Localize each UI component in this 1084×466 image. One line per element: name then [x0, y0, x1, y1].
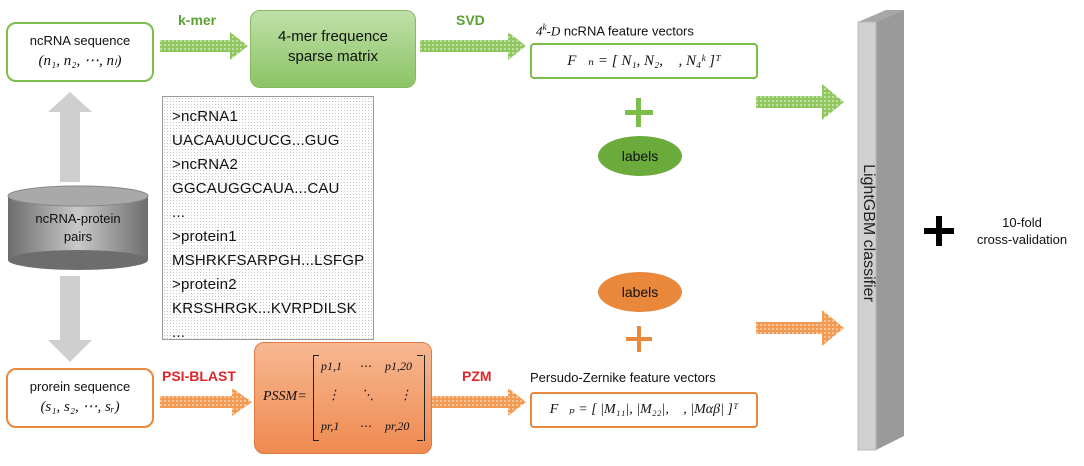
- sequence-line: MSHRKFSARPGH...LSFGP: [172, 252, 365, 269]
- sequence-line: >ncRNA2: [172, 156, 239, 173]
- ncrna-feature-title-rest: ncRNA feature vectors: [560, 23, 694, 39]
- matrix-line2: sparse matrix: [287, 48, 379, 65]
- pssm-matrix-bracket: [313, 355, 425, 441]
- black-plus-icon: [924, 216, 954, 246]
- up-arrow-to-ncrna: [48, 92, 92, 182]
- ncrna-sequence-formula: (n₁, n₂, ⋯, nₗ): [38, 53, 122, 69]
- validation-line2: cross-validation: [976, 232, 1068, 247]
- sequence-line: KRSSHRGK...KVRPDILSK: [172, 300, 357, 317]
- orange-plus-icon: [626, 326, 652, 352]
- pairs-label-line1: ncRNA-protein: [35, 211, 121, 226]
- svd-label: SVD: [456, 12, 485, 28]
- protein-feature-box: F⃗ₚ = [ |M₁₁|, |M₂₂|, ⋯, |Mαβ| ]ᵀ: [530, 392, 758, 428]
- kmer-arrow: [160, 32, 248, 60]
- pssm-r1c2: ⋯: [359, 359, 371, 373]
- matrix-line1: 4-mer frequence: [277, 28, 389, 45]
- sequence-line: GGCAUGGCAUA...CAU: [172, 180, 340, 197]
- protein-sequence-formula: (s₁, s₂, ⋯, sᵣ): [40, 399, 120, 415]
- ncrna-feature-title-sup: k: [542, 22, 547, 32]
- labels-bottom-text: labels: [621, 284, 659, 300]
- ncrna-feature-formula: F⃗ₙ = [ N₁, N₂, ⋯, N₄ᵏ ]ᵀ: [567, 53, 721, 69]
- pzm-arrow: [432, 388, 526, 416]
- validation-label: 10-fold cross-validation: [962, 214, 1082, 248]
- pzm-label: PZM: [462, 368, 492, 384]
- labels-top-ellipse: [598, 136, 682, 176]
- ncrna-feature-title: 4k-D ncRNA feature vectors: [536, 22, 694, 39]
- down-arrow-to-protein: [48, 276, 92, 362]
- labels-bottom-ellipse: [598, 272, 682, 312]
- psiblast-label: PSI-BLAST: [162, 368, 236, 384]
- ncrna-feature-box: F⃗ₙ = [ N₁, N₂, ⋯, N₄ᵏ ]ᵀ: [530, 43, 758, 79]
- pssm-r2c2: ⋱: [361, 387, 374, 402]
- sequence-line: >protein1: [172, 228, 237, 245]
- labels-top-text: labels: [621, 148, 659, 164]
- sequence-line: ...: [172, 204, 186, 221]
- protein-feature-title: Persudo-Zernike feature vectors: [530, 370, 716, 385]
- classifier-label: LightGBM classifier: [860, 164, 877, 302]
- pssm-r2c3: ⋮: [399, 387, 412, 402]
- sequence-line: UACAAUUCUCG...GUG: [172, 132, 340, 149]
- pairs-cylinder: [7, 185, 149, 270]
- kmer-label: k-mer: [178, 12, 217, 28]
- psiblast-arrow: [160, 388, 252, 416]
- frequence-matrix-box: 4-mer frequence sparse matrix: [250, 10, 416, 88]
- lightgbm-bar: [857, 10, 904, 451]
- protein-sequence-title: prorein sequence: [29, 379, 131, 394]
- pssm-r3c3: pr,20: [385, 419, 410, 433]
- pssm-r1c3: p1,20: [385, 359, 412, 373]
- sequence-line: >protein2: [172, 276, 237, 293]
- validation-line1: 10-fold: [1002, 215, 1042, 230]
- pssm-r3c2: ⋯: [359, 419, 371, 433]
- protein-sequence-box: prorein sequence (s₁, s₂, ⋯, sᵣ): [6, 368, 154, 428]
- pssm-r3c1: pr,1: [321, 419, 340, 433]
- pssm-box: PSSM= p1,1 ⋯ p1,20 ⋮ ⋱ ⋮ pr,1 ⋯ pr,20: [254, 342, 432, 454]
- pssm-r1c1: p1,1: [321, 359, 342, 373]
- pairs-label-line2: pairs: [63, 229, 93, 244]
- sequence-line: ...: [172, 324, 186, 341]
- protein-to-classifier-arrow: [756, 310, 844, 346]
- pssm-r2c1: ⋮: [327, 387, 340, 402]
- pssm-matrix-bracket-top: [313, 355, 423, 441]
- protein-feature-formula: F⃗ₚ = [ |M₁₁|, |M₂₂|, ⋯, |Mαβ| ]ᵀ: [549, 402, 739, 417]
- ncrna-feature-title-suffix: -D: [546, 23, 561, 39]
- sequence-line: >ncRNA1: [172, 108, 239, 125]
- pairs-label: ncRNA-protein pairs: [8, 210, 148, 246]
- ncrna-feature-title-prefix: 4: [536, 23, 543, 39]
- ncrna-sequence-box: ncRNA sequence (n₁, n₂, ⋯, nₗ): [6, 22, 154, 82]
- pssm-lhs: PSSM=: [263, 389, 307, 404]
- ncrna-sequence-title: ncRNA sequence: [29, 33, 131, 48]
- green-plus-icon: [625, 98, 653, 127]
- svd-arrow: [420, 32, 526, 60]
- ncrna-to-classifier-arrow: [756, 84, 844, 120]
